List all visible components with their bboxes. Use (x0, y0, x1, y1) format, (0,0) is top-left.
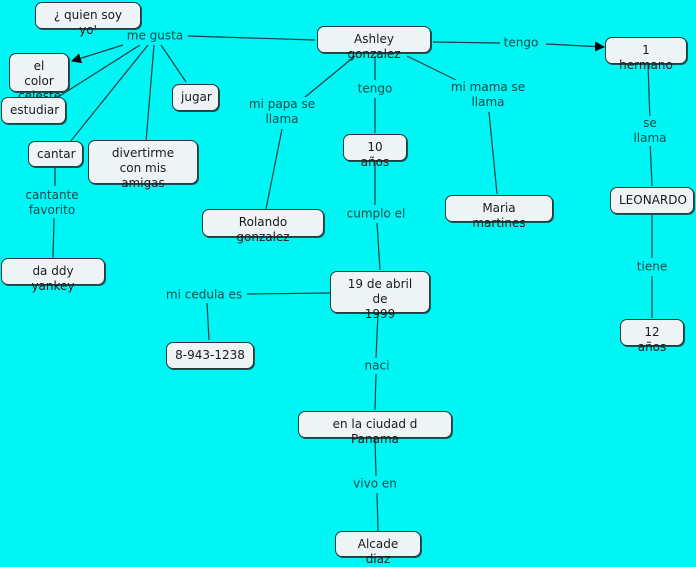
node-10-anos[interactable]: 10 años (343, 134, 407, 169)
line-megusta-celeste (71, 44, 124, 64)
line-sellama-leonardo (649, 139, 653, 187)
line-tengo2-hermano (545, 41, 605, 52)
line-fecha-cedula (246, 292, 331, 295)
line-naci-panama (374, 373, 377, 411)
line-megusta-jugar (160, 44, 187, 83)
line-vivoen-alcade (376, 492, 379, 532)
link-label-naci: naci (362, 358, 392, 374)
link-label-cantante-favorito: cantante favorito (23, 188, 81, 218)
line-ashley-mama (406, 55, 457, 81)
line-megusta-divertirme (145, 44, 155, 143)
line-mama-maria (488, 111, 498, 195)
node-divertirme[interactable]: divertirme con mis amigas (88, 140, 198, 190)
line-panama-vivoen (374, 437, 377, 477)
link-label-vivo-en: vivo en (351, 476, 399, 492)
node-color-celeste[interactable]: el color celeste (9, 53, 69, 103)
link-label-mi-cedula: mi cedula es (163, 287, 245, 303)
node-estudiar[interactable]: estudiar (1, 97, 66, 124)
line-fecha-naci (375, 312, 379, 359)
line-megusta-cantar (69, 44, 149, 143)
line-megusta-estudiar (57, 44, 141, 98)
node-jugar[interactable]: jugar (172, 84, 219, 111)
link-label-cumplo-el: cumplo el (344, 206, 408, 222)
link-label-se-llama: se llama (627, 116, 673, 146)
line-cumplo-fecha (376, 222, 381, 271)
line-papa-rolando (265, 128, 283, 210)
link-label-tengo-hermano: tengo (501, 35, 541, 51)
node-alcade-diaz[interactable]: Alcade diaz (335, 531, 421, 566)
node-1-hermano[interactable]: 1 hermano (605, 37, 687, 72)
link-label-me-gusta: me gusta (124, 28, 186, 44)
node-quien-soy[interactable]: ¿ quien soy yo' (35, 2, 141, 37)
node-leonardo[interactable]: LEONARDO (610, 187, 694, 214)
line-ashley-tengo2 (432, 41, 501, 44)
link-label-tengo-edad: tengo (355, 81, 395, 97)
line-cedula-8943 (206, 302, 210, 341)
line-hermano-sellama (647, 63, 651, 123)
link-label-mi-papa: mi papa se llama (246, 97, 318, 127)
line-ashley-megusta (187, 35, 316, 41)
node-cedula[interactable]: 8-943-1238 (166, 342, 254, 369)
node-ashley-gonzalez[interactable]: Ashley gonzalez (317, 26, 431, 61)
node-12-anos[interactable]: 12 años (620, 319, 684, 354)
line-ashley-papa (303, 55, 356, 99)
node-daddy-yankey[interactable]: da ddy yankey (1, 258, 105, 293)
line-cantante-daddy (52, 217, 55, 259)
node-rolando-gonzalez[interactable]: Rolando gonzalez (202, 209, 324, 244)
node-cantar[interactable]: cantar (28, 141, 83, 167)
node-maria-martines[interactable]: Maria martines (445, 195, 553, 230)
link-label-mi-mama: mi mama se llama (448, 80, 528, 110)
link-label-tiene: tiene (634, 259, 670, 275)
node-fecha-nacimiento[interactable]: 19 de abril de 1999 (330, 271, 430, 321)
node-ciudad-panama[interactable]: en la ciudad d Panama (298, 411, 452, 446)
